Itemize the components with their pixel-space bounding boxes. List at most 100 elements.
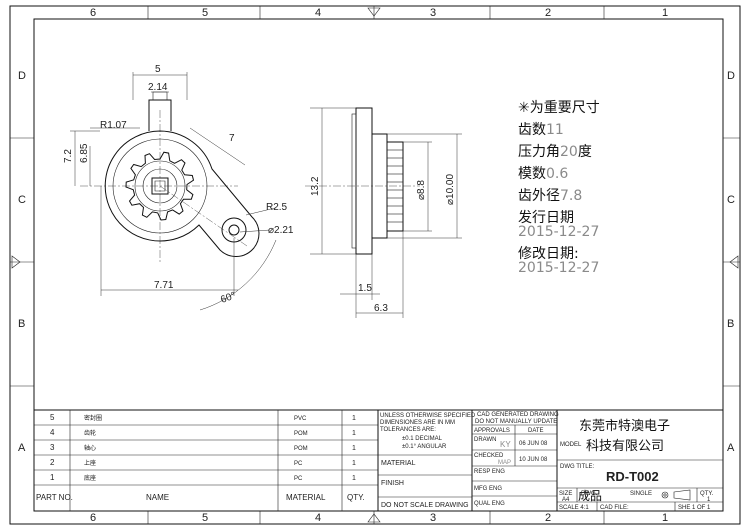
row-label-left-B: B (18, 318, 25, 330)
bom-row-3-qty: 1 (352, 445, 356, 452)
tolerance-block: UNLESS OTHERWISE SPECIFIED DIMENSIONES A… (377, 409, 476, 512)
bom-row-3-name: 轴心 (84, 444, 96, 452)
scale-label: SCALE 4:1 (559, 505, 589, 511)
model-label: MODEL (560, 442, 582, 448)
approvals-checked-date: 10 JUN 08 (519, 457, 548, 463)
qty-label: QTY. (700, 491, 714, 497)
notes-pressure-unit: 度 (578, 144, 592, 160)
qty-value: 1 (707, 497, 711, 503)
bom-row-4-qty: 1 (352, 460, 356, 467)
bom-row-2-material: POM (294, 431, 308, 437)
tol-line-3: TOLERANCES ARE: (380, 427, 436, 433)
sheet-label: SHE 1 OF 1 (678, 505, 711, 511)
side-view: 13.2 ⌀8.8 ⌀10.00 1.5 6.3 (305, 107, 462, 318)
bom-row-5-material: PC (294, 476, 303, 482)
dim-height-7-2: 7.2 (63, 149, 74, 163)
part-number: RD-T002 (606, 469, 659, 484)
col-label-bottom-2: 2 (545, 512, 551, 524)
approvals-label: APPROVALS (474, 428, 510, 434)
approvals-block: CAD GENERATED DRAWING DO NOT MANUALLY UP… (471, 409, 559, 512)
approvals-drawn-label: DRAWN (474, 437, 496, 443)
part-name: 成品 (578, 489, 602, 503)
bom-row-3-no: 3 (50, 443, 55, 452)
notes-revise-label: 修改日期: (518, 246, 579, 262)
bom-row-1-no: 5 (50, 413, 55, 422)
notes-teeth-value: 11 (546, 122, 564, 138)
row-label-right-B: B (727, 318, 734, 330)
approvals-qual-eng: QUAL ENG (474, 501, 505, 507)
tol-line-1: UNLESS OTHERWISE SPECIFIED (380, 413, 476, 419)
dim-center-7: 7 (229, 133, 235, 144)
bom-row-5-name: 底座 (84, 474, 96, 482)
outer-border (9, 5, 741, 525)
title-block: 东莞市特澳电子 科技有限公司 MODEL DWG TITLE: RD-T002 … (556, 409, 724, 512)
row-label-left-A: A (18, 442, 26, 454)
company-name-line-2: 科技有限公司 (586, 439, 664, 454)
bom-row-4-no: 2 (50, 458, 55, 467)
row-label-right-A: A (727, 442, 735, 454)
size-value: A4 (562, 497, 570, 503)
tol-dont-scale: DO NOT SCALE DRAWING (381, 502, 469, 509)
notes-release-value: 2015-12-27 (518, 224, 599, 240)
notes-od-value: 7.8 (560, 188, 582, 204)
row-label-left-D: D (18, 70, 26, 82)
approvals-date-label: DATE (528, 428, 544, 434)
bom-row-4-material: PC (294, 461, 303, 467)
bom-row-2-qty: 1 (352, 430, 356, 437)
notes-pressure-line: 压力角20度 (518, 144, 592, 160)
front-view: 5 2.14 R1.07 7.2 6.85 7 R2.5 ⌀2.21 7.71 … (63, 64, 294, 311)
dim-radius-1-07: R1.07 (100, 120, 127, 131)
bom-table: 5 密封圈 PVC 1 4 齿轮 POM 1 3 轴心 POM 1 2 上座 P… (33, 409, 379, 512)
dim-dia-10: ⌀10.00 (445, 174, 456, 205)
bom-row-3-material: POM (294, 446, 308, 452)
zone-ticks (10, 6, 740, 524)
notes-module-label: 模数 (518, 166, 546, 182)
dim-dia-8-8: ⌀8.8 (416, 180, 427, 200)
bom-row-1-qty: 1 (352, 415, 356, 422)
spec-notes: ✳为重要尺寸 齿数11 压力角20度 模数0.6 齿外径7.8 发行日期 201… (518, 100, 600, 276)
col-label-top-2: 2 (545, 7, 551, 19)
row-label-left-C: C (18, 194, 26, 206)
bom-header-material: MATERIAL (286, 493, 326, 502)
cad-file-label: CAD FILE: (600, 505, 629, 511)
approvals-cad-2: DO NOT MANUALLY UPDATE (475, 419, 557, 425)
notes-od-label: 齿外径 (518, 188, 560, 204)
approvals-drawn-date: 06 JUN 08 (519, 441, 548, 447)
approvals-mfg-eng: MFG ENG (474, 486, 502, 492)
bom-header-name: NAME (146, 493, 169, 502)
approvals-checked-label: CHECKED (474, 453, 504, 459)
gear-teeth (125, 151, 195, 221)
center-mark-left (11, 255, 21, 269)
approvals-drawn-by: KY (500, 440, 511, 449)
bom-row-1-material: PVC (294, 416, 307, 422)
dim-radius-2-5: R2.5 (266, 202, 288, 213)
dim-thick-1-5: 1.5 (358, 283, 372, 294)
notes-title: ✳为重要尺寸 (518, 100, 600, 116)
col-label-bottom-4: 4 (315, 512, 321, 524)
notes-module-value: 0.6 (546, 166, 568, 182)
col-label-top-4: 4 (315, 7, 321, 19)
approvals-cad-1: CAD GENERATED DRAWING (477, 412, 559, 418)
notes-release-label: 发行日期 (518, 210, 574, 226)
bom-row-5-qty: 1 (352, 475, 356, 482)
col-label-bottom-1: 1 (662, 512, 668, 524)
projection-symbol-icon (661, 489, 691, 501)
notes-teeth-label: 齿数 (518, 122, 546, 138)
dim-width-7-71: 7.71 (154, 280, 174, 291)
bom-row-1-name: 密封圈 (84, 414, 102, 422)
tol-line-5: ±0.1° ANGULAR (402, 444, 447, 450)
bom-row-4-name: 上座 (84, 459, 96, 467)
row-label-right-C: C (727, 194, 735, 206)
tol-line-2: DIMENSIONES ARE IN MM (380, 420, 455, 426)
notes-teeth-line: 齿数11 (518, 122, 564, 138)
dim-thick-6-3: 6.3 (374, 303, 388, 314)
bom-header-part-no: PART NO. (36, 493, 73, 502)
bom-row-2-no: 4 (50, 428, 55, 437)
col-label-top-5: 5 (202, 7, 208, 19)
dim-height-13-2: 13.2 (310, 176, 321, 196)
center-mark-bottom (367, 513, 381, 523)
tol-line-4: ±0.1 DECIMAL (402, 436, 443, 442)
dim-dia-2-21: ⌀2.21 (268, 225, 294, 236)
col-label-top-3: 3 (430, 7, 436, 19)
single-label: SINGLE (630, 491, 652, 497)
